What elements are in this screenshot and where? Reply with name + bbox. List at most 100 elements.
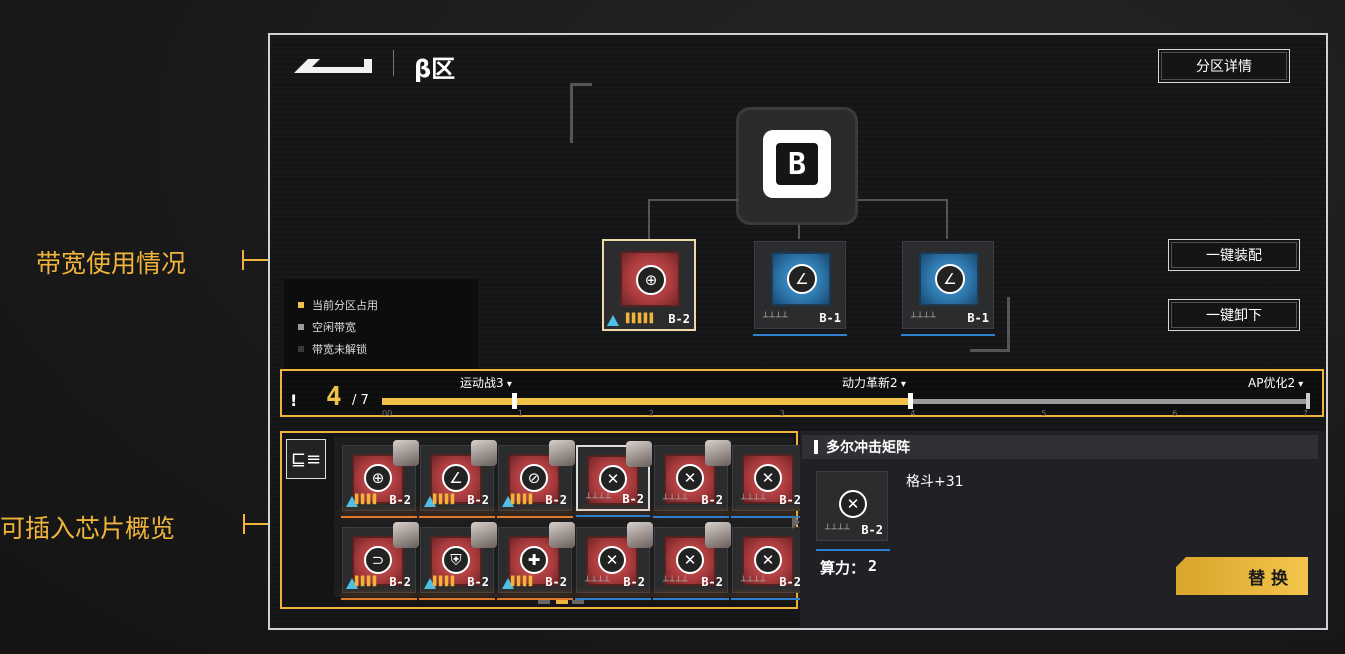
chip-name: 多尔冲击矩阵 bbox=[826, 440, 910, 456]
detail-chip-preview: ✕ ┴┴┴┴ B-2 bbox=[816, 471, 888, 541]
chip-pins: ┴┴┴┴ bbox=[586, 494, 612, 504]
cross-blades-icon: ✕ bbox=[598, 546, 626, 574]
zone-details-button[interactable]: 分区详情 bbox=[1158, 49, 1290, 83]
page-dot-1[interactable] bbox=[538, 600, 550, 604]
inventory-chip[interactable]: ✕ ┴┴┴┴ B-2 bbox=[653, 440, 731, 518]
character-portrait bbox=[549, 522, 575, 548]
connector-right bbox=[858, 199, 948, 201]
chip-tag: B-1 bbox=[967, 311, 989, 325]
chip-underline bbox=[901, 334, 995, 336]
chevron-right-icon[interactable] bbox=[792, 515, 800, 529]
chip-underline bbox=[341, 516, 417, 518]
chip-inventory-grid: ⊕▌▌▌▌B-2∠▌▌▌▌B-2⊘▌▌▌▌B-2✕┴┴┴┴B-2✕┴┴┴┴B-2… bbox=[334, 437, 807, 600]
page-dot-2[interactable] bbox=[556, 600, 568, 604]
callout-bandwidth: 带宽使用情况 bbox=[36, 249, 187, 278]
blade-icon: ∠ bbox=[787, 264, 817, 294]
chip-underline bbox=[497, 598, 573, 600]
character-portrait bbox=[393, 440, 419, 466]
unequip-all-button[interactable]: 一键卸下 bbox=[1168, 299, 1300, 331]
zone-title: β区 bbox=[414, 55, 456, 83]
chip-power-bars: ▌▌▌▌ bbox=[511, 577, 536, 587]
chip-power-bars: ▌▌▌▌ bbox=[355, 577, 380, 587]
chip-pins: ┴┴┴┴ bbox=[825, 525, 851, 535]
segment-label-3[interactable]: AP优化2 bbox=[1248, 374, 1303, 391]
character-portrait bbox=[471, 440, 497, 466]
chip-effect: 格斗+31 bbox=[906, 474, 964, 490]
chip-power-bars: ▌▌▌▌ bbox=[433, 495, 458, 505]
chip-tag: B-2 bbox=[668, 312, 690, 326]
legend-swatch-locked bbox=[298, 346, 304, 352]
chip-pins: ┴┴┴┴ bbox=[763, 313, 789, 323]
chip-pins: ┴┴┴┴ bbox=[741, 495, 767, 505]
shield-icon: ⊘ bbox=[520, 464, 548, 492]
chip-underline bbox=[497, 516, 573, 518]
character-portrait bbox=[705, 440, 731, 466]
chip-pins: ┴┴┴┴ bbox=[663, 495, 689, 505]
inventory-chip[interactable]: ∠▌▌▌▌B-2 bbox=[419, 440, 497, 518]
chip-power-bars: ▌▌▌▌ bbox=[355, 495, 380, 505]
legend-item-occupied: 当前分区占用 bbox=[298, 297, 378, 313]
character-portrait bbox=[549, 440, 575, 466]
inventory-chip[interactable]: ⛨▌▌▌▌B-2 bbox=[419, 522, 497, 600]
filter-icon[interactable]: ⊑≡ bbox=[286, 439, 326, 479]
equipped-slot-3[interactable]: ∠ ┴┴┴┴ B-1 bbox=[901, 241, 995, 336]
legend-item-locked: 带宽未解锁 bbox=[298, 341, 367, 357]
detail-header-mark bbox=[814, 440, 818, 454]
callout-chips-line bbox=[245, 523, 279, 525]
hub-letter: B bbox=[776, 143, 818, 185]
character-portrait bbox=[393, 522, 419, 548]
inventory-chip[interactable]: ⊃▌▌▌▌B-2 bbox=[341, 522, 419, 600]
chip-underline bbox=[653, 516, 729, 518]
inventory-chip[interactable]: ⊕▌▌▌▌B-2 bbox=[341, 440, 419, 518]
connector-left bbox=[648, 199, 738, 201]
connector-right-drop bbox=[946, 199, 948, 239]
cross-blades-icon: ✕ bbox=[839, 490, 867, 518]
inventory-chip[interactable]: ⊘▌▌▌▌B-2 bbox=[497, 440, 575, 518]
inventory-chip[interactable]: ✚ ▌▌▌▌ B-2 bbox=[497, 522, 575, 600]
crosshair-icon: ⊕ bbox=[364, 464, 392, 492]
character-portrait bbox=[471, 522, 497, 548]
crosshair-icon: ⊕ bbox=[636, 265, 666, 295]
cross-blades-icon: ✕ bbox=[754, 464, 782, 492]
equip-all-button[interactable]: 一键装配 bbox=[1168, 239, 1300, 271]
inventory-chip[interactable]: ✕┴┴┴┴B-2 bbox=[575, 522, 653, 600]
segment-marker-1[interactable] bbox=[512, 393, 517, 409]
wrench-icon: ✚ bbox=[520, 546, 548, 574]
inventory-chip[interactable]: ✕┴┴┴┴B-2 bbox=[731, 527, 807, 600]
chip-tag: B-2 bbox=[545, 575, 567, 589]
title-divider bbox=[393, 50, 394, 76]
chip-underline bbox=[419, 598, 495, 600]
page-dot-3[interactable] bbox=[572, 600, 584, 604]
segment-marker-3[interactable] bbox=[1306, 393, 1310, 409]
connector-mid-drop bbox=[798, 225, 800, 239]
crescent-icon: ⊃ bbox=[364, 546, 392, 574]
triangle-icon bbox=[346, 578, 358, 589]
chip-power-bars: ▌▌▌▌ bbox=[433, 577, 458, 587]
triangle-icon bbox=[424, 578, 436, 589]
chip-tag: B-1 bbox=[819, 311, 841, 325]
replace-button[interactable]: 替 换 bbox=[1176, 557, 1308, 595]
callout-chips-overview: 可插入芯片概览 bbox=[0, 514, 176, 543]
inventory-chip[interactable]: ✕┴┴┴┴B-2 bbox=[653, 522, 731, 600]
bandwidth-used: 4 bbox=[326, 382, 342, 412]
decor-bracket-right bbox=[970, 297, 1010, 352]
alert-icon[interactable]: ! bbox=[290, 391, 298, 410]
segment-label-1[interactable]: 运动战3 bbox=[460, 374, 512, 391]
cross-blades-icon: ✕ bbox=[754, 546, 782, 574]
chip-underline bbox=[576, 515, 650, 517]
inventory-chip[interactable]: ✕┴┴┴┴B-2 bbox=[576, 441, 652, 517]
triangle-icon bbox=[424, 496, 436, 507]
inventory-chip[interactable]: ✕┴┴┴┴B-2 bbox=[731, 445, 807, 518]
segment-label-2[interactable]: 动力革新2 bbox=[842, 374, 906, 391]
equipped-slot-1[interactable]: ⊕ ▌▌▌▌▌ B-2 bbox=[602, 239, 696, 331]
segment-marker-2[interactable] bbox=[908, 393, 913, 409]
legend-swatch-occupied bbox=[298, 302, 304, 308]
cross-blades-icon: ✕ bbox=[676, 464, 704, 492]
equipped-slot-2[interactable]: ∠ ┴┴┴┴ B-1 bbox=[753, 241, 847, 336]
chip-core bbox=[430, 536, 482, 586]
hub-core[interactable]: B bbox=[763, 130, 831, 198]
chip-tag: B-2 bbox=[701, 493, 723, 507]
chip-underline bbox=[731, 516, 807, 518]
chip-power-label: 算力： bbox=[820, 559, 866, 577]
